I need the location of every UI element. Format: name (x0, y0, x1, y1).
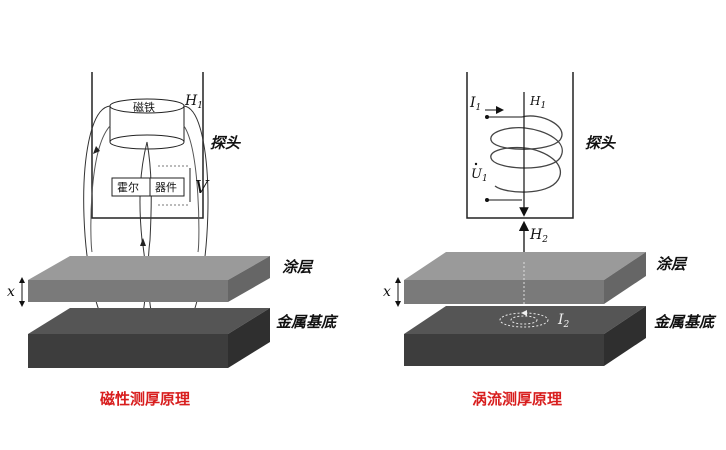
left-diagram: 磁铁 H1 霍尔 器件 V 探头 涂层 (7, 72, 339, 408)
coil-terminal-top (485, 115, 489, 119)
eddy-current-rings (499, 312, 549, 328)
right-substrate-slab (404, 306, 646, 366)
left-field-lines (83, 105, 209, 342)
left-substrate-slab (28, 308, 270, 368)
right-x-dimension (395, 277, 401, 307)
h1-symbol-right: H1 (529, 94, 546, 111)
u1-dot (474, 162, 478, 166)
coil (487, 115, 563, 201)
right-coating-label: 涂层 (656, 255, 688, 273)
right-coating-slab (404, 252, 646, 304)
right-substrate-label: 金属基底 (654, 313, 717, 331)
left-x-dimension (19, 277, 25, 307)
h2-symbol: H2 (529, 227, 548, 245)
hall-label: 霍尔 (117, 181, 139, 194)
eddy-arrow (521, 310, 527, 316)
left-substrate-label: 金属基底 (276, 313, 339, 331)
magnet-cylinder (109, 98, 185, 150)
left-coating-slab (28, 256, 270, 302)
h1-symbol-left: H1 (184, 93, 203, 111)
right-probe-label: 探头 (585, 134, 616, 152)
left-x-label: x (7, 284, 15, 300)
right-probe-body (466, 72, 574, 219)
voltage-label: V (195, 177, 210, 198)
field-arrow-left (93, 146, 100, 154)
left-probe-body (91, 72, 204, 219)
right-x-label: x (383, 284, 391, 300)
left-probe-label: 探头 (210, 134, 241, 152)
left-coating-label: 涂层 (282, 258, 314, 276)
left-caption: 磁性测厚原理 (100, 390, 190, 408)
right-caption: 涡流测厚原理 (472, 390, 562, 408)
device-label: 器件 (155, 181, 177, 194)
magnet-label: 磁铁 (133, 101, 155, 114)
coil-terminal-bottom (485, 198, 489, 202)
field-arrow-up (140, 238, 146, 246)
i1-symbol: I1 (469, 95, 481, 113)
i2-symbol: I2 (557, 312, 570, 330)
u1-symbol: U1 (471, 167, 488, 184)
hall-device (111, 165, 191, 206)
right-diagram: I1 H1 U1 探头 H2 涂层 (383, 72, 717, 408)
